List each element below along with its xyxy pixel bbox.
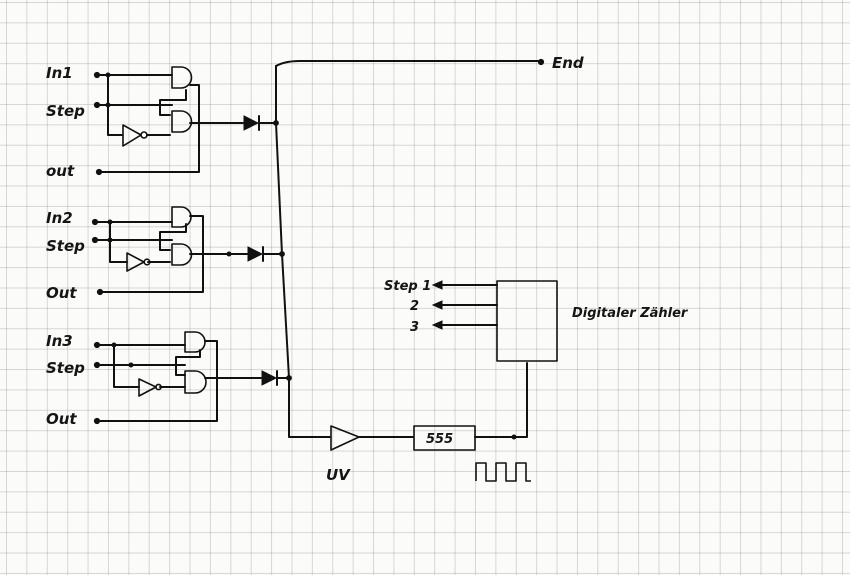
arrow-left-icon [431, 320, 443, 330]
square-wave-icon [475, 462, 531, 482]
label-buffer: UV [326, 466, 351, 484]
and-gate-icon [171, 206, 192, 228]
label-step-2-output: 2 [410, 299, 419, 314]
and-gate-icon [171, 110, 193, 133]
label-out-1: out [46, 162, 75, 180]
label-out-3: Out [46, 410, 77, 428]
counter-outputs [431, 280, 498, 330]
main-bus [275, 58, 545, 438]
label-in2: In2 [46, 209, 73, 227]
label-timer-555: 555 [426, 432, 453, 447]
label-digital-counter: Digitaler Zähler [572, 306, 689, 321]
terminal-end [537, 58, 545, 66]
and-gate-icon [171, 66, 193, 89]
label-step-3: Step [46, 359, 85, 377]
label-in1: In1 [46, 64, 73, 82]
diode-icon [261, 370, 290, 386]
and-gate-icon [184, 331, 206, 353]
label-step-1-output: Step 1 [384, 279, 431, 294]
logic-block-1 [93, 66, 279, 176]
digital-counter-box [496, 280, 558, 362]
label-step-3-output: 3 [410, 320, 419, 335]
label-step-2: Step [46, 237, 85, 255]
label-in3: In3 [46, 332, 73, 350]
label-out-2: Out [46, 284, 77, 302]
buffer-amp-icon [330, 425, 360, 451]
diode-icon [247, 246, 283, 262]
label-end: End [552, 54, 584, 72]
not-gate-icon [126, 252, 151, 272]
logic-block-2 [91, 206, 285, 296]
and-gate-icon [184, 370, 207, 394]
not-gate-icon [138, 378, 162, 397]
diode-icon [243, 115, 277, 131]
arrow-left-icon [431, 280, 443, 290]
arrow-left-icon [431, 300, 443, 310]
and-gate-icon [171, 243, 193, 266]
logic-block-3 [93, 331, 292, 425]
label-step-1: Step [46, 102, 85, 120]
not-gate-icon [122, 124, 148, 147]
